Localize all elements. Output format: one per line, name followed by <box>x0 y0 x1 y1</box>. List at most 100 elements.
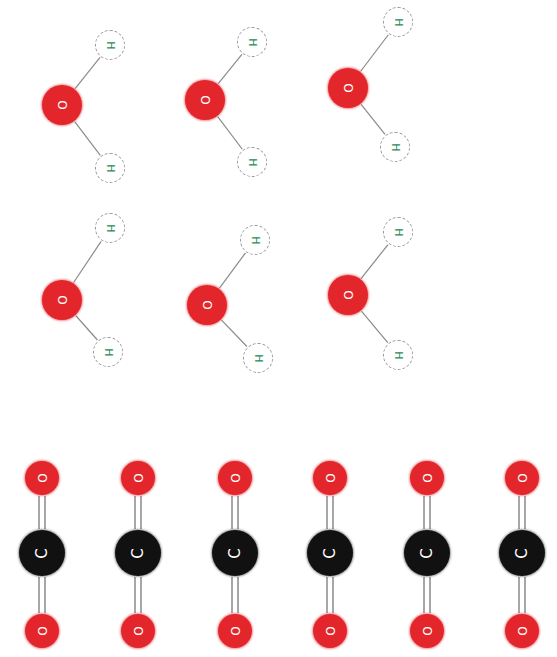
oxygen-atom: O <box>25 614 59 648</box>
bond-stroke <box>75 122 101 156</box>
double-bond <box>232 577 238 613</box>
oxygen-atom: O <box>218 461 252 495</box>
oxygen-atom: O <box>121 614 155 648</box>
hydrogen-atom: H <box>93 337 123 367</box>
bond-stroke <box>222 320 247 346</box>
atom-symbol: O <box>229 626 241 635</box>
bond-stroke <box>134 577 136 613</box>
hydrogen-atom: H <box>95 213 125 243</box>
bond-stroke <box>326 577 328 613</box>
oxygen-atom: O <box>185 80 225 120</box>
bond-stroke <box>74 241 101 282</box>
oxygen-atom: O <box>25 461 59 495</box>
carbon-atom: C <box>212 530 258 576</box>
bond-stroke <box>38 496 40 529</box>
carbon-atom: C <box>307 530 353 576</box>
double-bond <box>519 496 525 529</box>
atom-symbol: O <box>342 290 354 299</box>
atom-symbol: O <box>516 473 528 482</box>
bond-stroke <box>219 253 245 288</box>
bond-stroke <box>231 577 233 613</box>
single-bond <box>218 117 243 150</box>
oxygen-atom: O <box>505 614 539 648</box>
hydrogen-atom: H <box>237 27 267 57</box>
atom-symbol: H <box>247 158 258 166</box>
atom-symbol: O <box>324 626 336 635</box>
hydrogen-atom: H <box>243 343 273 373</box>
bond-stroke <box>429 496 431 529</box>
bond-stroke <box>134 496 136 529</box>
single-bond <box>361 104 385 134</box>
bond-stroke <box>361 245 388 279</box>
double-bond <box>519 577 525 613</box>
atom-symbol: H <box>393 228 404 236</box>
bond-stroke <box>524 496 526 529</box>
oxygen-atom: O <box>42 280 82 320</box>
atom-symbol: H <box>390 143 401 151</box>
bond-stroke <box>237 577 239 613</box>
bond-stroke <box>524 577 526 613</box>
carbon-atom: C <box>115 530 161 576</box>
hydrogen-atom: H <box>95 153 125 183</box>
bond-stroke <box>361 35 389 72</box>
oxygen-atom: O <box>121 461 155 495</box>
bond-stroke <box>38 577 40 613</box>
atom-symbol: C <box>322 548 337 558</box>
oxygen-atom: O <box>42 85 82 125</box>
carbon-atom: C <box>19 530 65 576</box>
hydrogen-atom: H <box>237 147 267 177</box>
hydrogen-atom: H <box>383 7 413 37</box>
oxygen-atom: O <box>410 614 444 648</box>
bond-stroke <box>423 496 425 529</box>
bond-stroke <box>361 104 385 134</box>
atom-symbol: O <box>516 626 528 635</box>
bond-stroke <box>423 577 425 613</box>
bond-stroke <box>518 496 520 529</box>
carbon-atom: C <box>404 530 450 576</box>
hydrogen-atom: H <box>383 217 413 247</box>
atom-symbol: O <box>342 83 354 92</box>
atom-symbol: O <box>56 295 68 304</box>
double-bond <box>135 577 141 613</box>
atom-symbol: H <box>105 41 116 49</box>
atom-symbol: O <box>324 473 336 482</box>
oxygen-atom: O <box>328 68 368 108</box>
atom-symbol: H <box>393 351 404 359</box>
bond-stroke <box>332 496 334 529</box>
atom-symbol: H <box>393 18 404 26</box>
double-bond <box>327 496 333 529</box>
atom-symbol: O <box>132 626 144 635</box>
atom-symbol: O <box>132 473 144 482</box>
bond-stroke <box>44 577 46 613</box>
atom-symbol: O <box>421 473 433 482</box>
bond-stroke <box>361 311 387 343</box>
hydrogen-atom: H <box>95 30 125 60</box>
atom-symbol: H <box>253 354 264 362</box>
hydrogen-atom: H <box>240 225 270 255</box>
oxygen-atom: O <box>218 614 252 648</box>
double-bond <box>327 577 333 613</box>
atom-symbol: O <box>201 300 213 309</box>
atom-symbol: H <box>105 164 116 172</box>
atom-symbol: H <box>247 38 258 46</box>
double-bond <box>135 496 141 529</box>
bond-stroke <box>140 577 142 613</box>
bond-stroke <box>218 54 242 83</box>
atom-symbol: O <box>229 473 241 482</box>
single-bond <box>222 320 247 346</box>
oxygen-atom: O <box>313 614 347 648</box>
atom-symbol: H <box>105 224 116 232</box>
atom-symbol: O <box>36 473 48 482</box>
oxygen-atom: O <box>505 461 539 495</box>
single-bond <box>218 54 242 83</box>
bond-stroke <box>237 496 239 529</box>
double-bond <box>39 577 45 613</box>
double-bond <box>39 496 45 529</box>
single-bond <box>219 253 245 288</box>
single-bond <box>75 122 101 156</box>
double-bond <box>424 496 430 529</box>
atom-symbol: C <box>34 548 49 558</box>
atom-symbol: C <box>514 548 529 558</box>
atom-symbol: O <box>199 95 211 104</box>
